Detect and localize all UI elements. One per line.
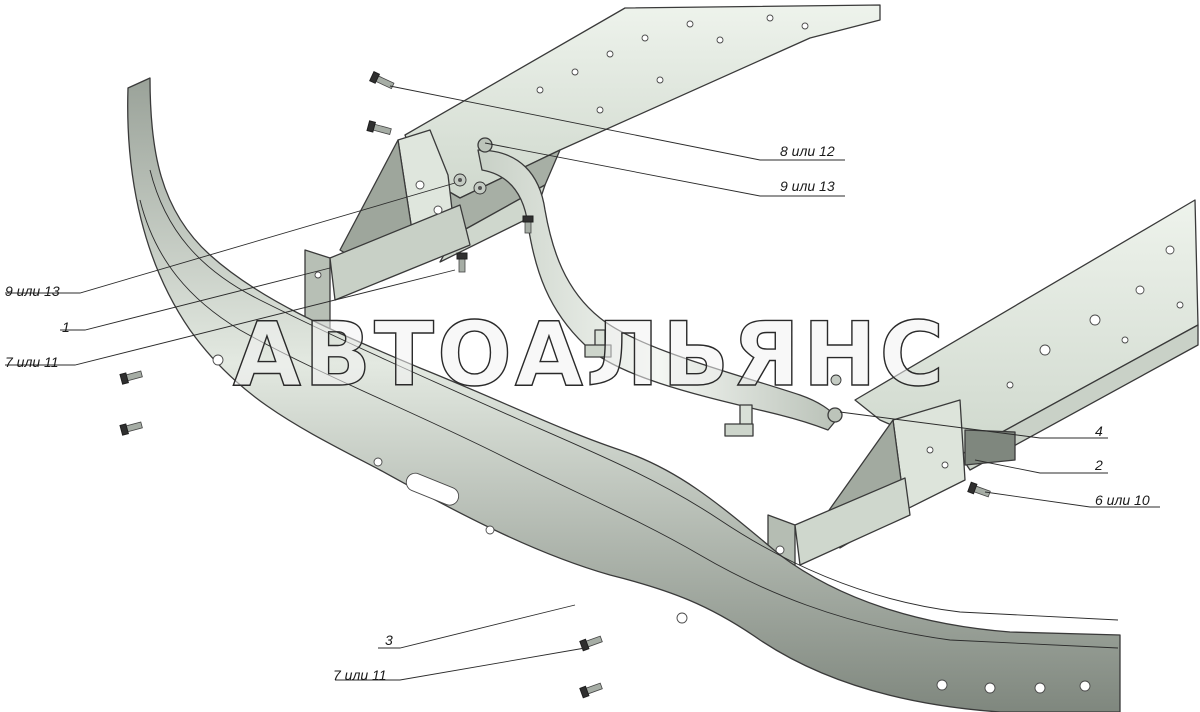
bolt-icon <box>119 421 143 436</box>
callout-2: 2 <box>1094 457 1103 473</box>
bolt-icon <box>366 120 392 136</box>
callout-6-or-10: 6 или 10 <box>1095 492 1150 508</box>
callout-labels: 8 или 12 9 или 13 9 или 13 1 7 или 11 4 … <box>5 143 1150 683</box>
right-mount-bracket <box>767 399 1016 599</box>
left-mount-bracket <box>304 129 471 331</box>
bumper-holes <box>212 354 1091 694</box>
callout-7-or-11-bottom: 7 или 11 <box>333 667 387 683</box>
bolt-icon <box>967 481 991 498</box>
front-bumper-beam <box>127 77 1121 712</box>
cross-tube <box>477 137 843 437</box>
bolt-icon <box>579 635 603 652</box>
right-frame-rail <box>854 199 1199 471</box>
callout-1: 1 <box>62 319 70 335</box>
washer-icon <box>453 173 467 187</box>
right-rail-holes <box>1006 245 1184 389</box>
bolt-icon <box>579 682 603 699</box>
leader-lines <box>5 85 1160 681</box>
bolt-icon <box>369 71 395 90</box>
callout-3: 3 <box>385 632 393 648</box>
callout-8-or-12: 8 или 12 <box>780 143 835 159</box>
left-rail-holes <box>536 14 809 114</box>
callout-4: 4 <box>1095 423 1103 439</box>
left-frame-rail <box>404 4 881 263</box>
callout-9-or-13-left: 9 или 13 <box>5 283 60 299</box>
bolt-icon <box>522 215 534 234</box>
callout-9-or-13-top: 9 или 13 <box>780 178 835 194</box>
watermark-text: АВТОАЛЬЯНС <box>233 303 947 406</box>
bolt-icon <box>119 370 143 385</box>
bolt-icon <box>456 252 468 273</box>
washer-icon <box>473 181 487 195</box>
fasteners <box>119 71 991 699</box>
callout-7-or-11-left: 7 или 11 <box>5 354 59 370</box>
washer-icon <box>830 374 842 386</box>
